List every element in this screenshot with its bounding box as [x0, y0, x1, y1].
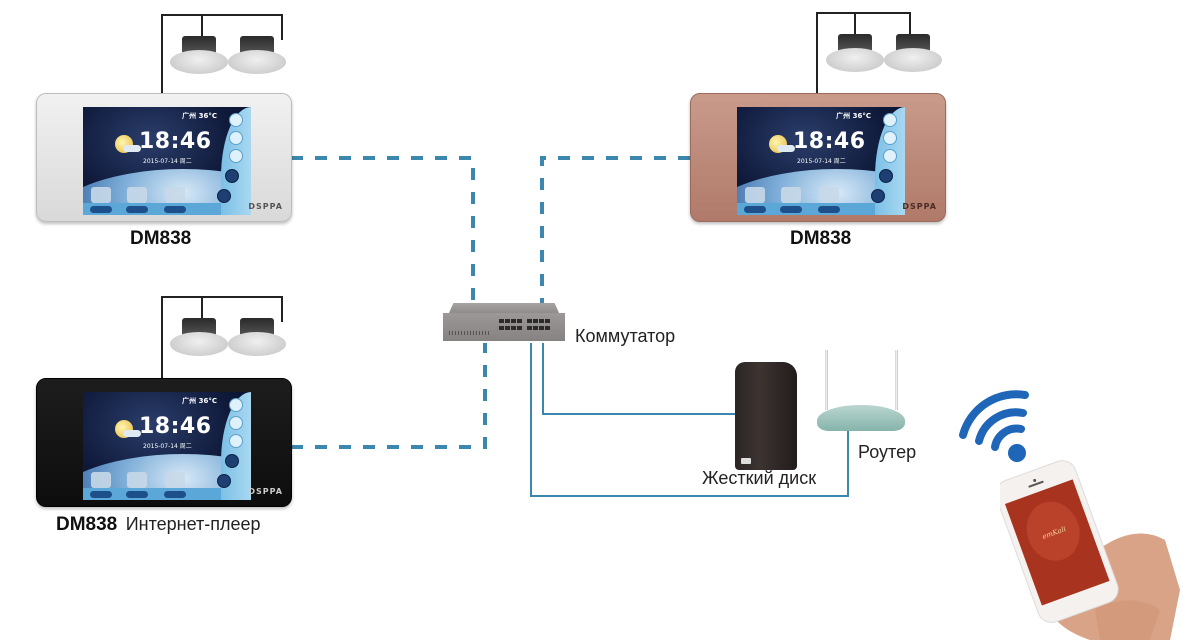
- device-panel-top-left[interactable]: 广州 36°C 18:46 2015-07-14 周二 DSPPA: [36, 93, 292, 222]
- switch-port: [505, 319, 510, 323]
- side-button-icon: [883, 113, 897, 127]
- device-label-top-right: DM838: [790, 228, 852, 249]
- speaker-wire-bottom-left: [161, 296, 283, 378]
- ceiling-speaker-icon: [884, 34, 942, 74]
- city-temperature: 广州 36°C: [182, 397, 217, 405]
- music-app-icon: [91, 187, 111, 203]
- switch-port: [527, 326, 532, 330]
- clock-time: 18:46: [139, 129, 212, 154]
- dashed-link-bottom-left: [291, 343, 487, 449]
- app-label-pill: [818, 206, 840, 213]
- link-switch-hdd: [542, 343, 735, 415]
- brand-logo: DSPPA: [248, 202, 283, 211]
- app-label-pill: [90, 206, 112, 213]
- wifi-icon: [959, 390, 1029, 462]
- switch-port: [505, 326, 510, 330]
- app-label-pill: [164, 491, 186, 498]
- cloud-app-icon: [819, 187, 839, 203]
- switch-port: [545, 319, 550, 323]
- music-app-icon: [745, 187, 765, 203]
- ceiling-speaker-icon: [170, 36, 228, 76]
- app-label-pill: [126, 491, 148, 498]
- clock-time: 18:46: [139, 414, 212, 439]
- switch-port: [517, 319, 522, 323]
- switch-port: [517, 326, 522, 330]
- device-model: DM838: [56, 514, 118, 535]
- brand-logo: DSPPA: [902, 202, 937, 211]
- globe-icon: [217, 189, 231, 203]
- device-label-top-left: DM838: [130, 228, 192, 249]
- hdd-label: Жесткий диск: [702, 468, 817, 488]
- switch-port: [539, 326, 544, 330]
- radio-app-icon: [127, 472, 147, 488]
- clock-date: 2015-07-14 周二: [143, 443, 192, 450]
- radio-app-icon: [781, 187, 801, 203]
- weather-cloud-icon: [777, 145, 795, 152]
- weather-cloud-icon: [123, 145, 141, 152]
- brand-logo: DSPPA: [248, 487, 283, 496]
- device-panel-top-right[interactable]: 广州 36°C 18:46 2015-07-14 周二 DSPPA: [690, 93, 946, 222]
- dashed-link-top-right: [540, 156, 690, 303]
- message-icon: [225, 454, 239, 468]
- device-screen: 广州 36°C 18:46 2015-07-14 周二: [83, 392, 251, 500]
- switch-port: [533, 326, 538, 330]
- switch-port: [511, 319, 516, 323]
- city-temperature: 广州 36°C: [182, 112, 217, 120]
- app-label-pill: [126, 206, 148, 213]
- cloud-app-icon: [165, 187, 185, 203]
- ceiling-speaker-icon: [228, 36, 286, 76]
- side-button-icon: [229, 113, 243, 127]
- settings-icon: [883, 131, 897, 145]
- device-screen: 广州 36°C 18:46 2015-07-14 周二: [737, 107, 905, 215]
- globe-icon: [217, 474, 231, 488]
- hard-drive-icon: [735, 362, 797, 470]
- switch-port: [533, 319, 538, 323]
- grid-icon: [229, 434, 243, 448]
- message-icon: [879, 169, 893, 183]
- clock-time: 18:46: [793, 129, 866, 154]
- dashed-link-top-left: [291, 156, 475, 303]
- device-label-bottom-left: DM838 Интернет-плеер: [56, 514, 261, 536]
- settings-icon: [229, 131, 243, 145]
- settings-icon: [229, 416, 243, 430]
- switch-port: [499, 326, 504, 330]
- device-caption: Интернет-плеер: [125, 514, 261, 534]
- globe-icon: [871, 189, 885, 203]
- cloud-app-icon: [165, 472, 185, 488]
- switch-port: [539, 319, 544, 323]
- ceiling-speaker-icon: [170, 318, 228, 358]
- city-temperature: 广州 36°C: [836, 112, 871, 120]
- speaker-wire-top-left: [161, 14, 283, 93]
- device-panel-bottom-left[interactable]: 广州 36°C 18:46 2015-07-14 周二 DSPPA: [36, 378, 292, 507]
- grid-icon: [229, 149, 243, 163]
- clock-date: 2015-07-14 周二: [797, 158, 846, 165]
- grid-icon: [883, 149, 897, 163]
- switch-port: [545, 326, 550, 330]
- ceiling-speaker-icon: [228, 318, 286, 358]
- clock-date: 2015-07-14 周二: [143, 158, 192, 165]
- app-label-pill: [780, 206, 802, 213]
- router-icon: [813, 350, 913, 435]
- app-label-pill: [90, 491, 112, 498]
- music-app-icon: [91, 472, 111, 488]
- switch-port: [511, 326, 516, 330]
- message-icon: [225, 169, 239, 183]
- side-button-icon: [229, 398, 243, 412]
- radio-app-icon: [127, 187, 147, 203]
- switch-port: [499, 319, 504, 323]
- weather-cloud-icon: [123, 430, 141, 437]
- ceiling-speaker-icon: [826, 34, 884, 74]
- speaker-wire-top-right: [816, 12, 911, 93]
- switch-label: Коммутатор: [575, 326, 676, 346]
- device-screen: 广州 36°C 18:46 2015-07-14 周二: [83, 107, 251, 215]
- link-switch-router: [530, 343, 849, 497]
- app-label-pill: [164, 206, 186, 213]
- smartphone-icon: emKali: [1000, 460, 1180, 640]
- switch-port: [527, 319, 532, 323]
- network-switch-icon: [443, 303, 565, 343]
- app-label-pill: [744, 206, 766, 213]
- router-label: Роутер: [858, 442, 917, 462]
